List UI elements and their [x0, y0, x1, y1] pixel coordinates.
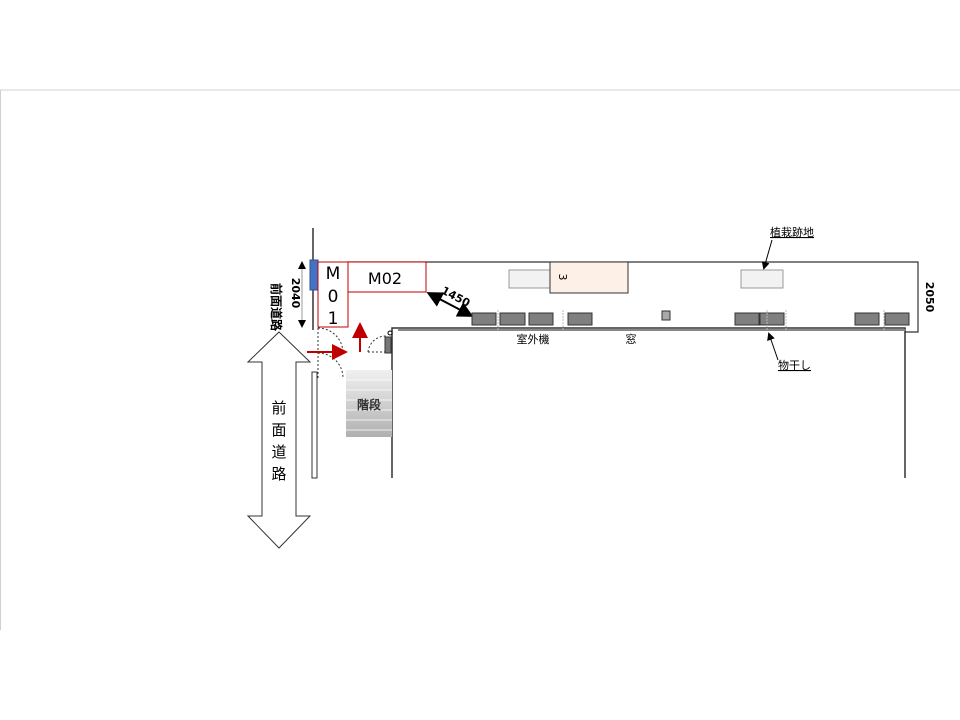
road-side-label: 前面道路	[269, 283, 284, 332]
m02-label: M02	[368, 269, 402, 288]
m01-label-1: M	[326, 264, 341, 284]
drying-pointer	[767, 332, 779, 361]
meter-box	[661, 310, 671, 321]
site-boundary	[348, 261, 919, 333]
dim-1450-line	[426, 292, 474, 317]
door-leaf	[384, 336, 392, 354]
planting-area-2	[740, 269, 784, 289]
dim-1450: 1450	[439, 284, 472, 310]
pole	[387, 330, 393, 336]
m01-box	[317, 261, 349, 328]
dim-2040: 2040	[289, 278, 302, 309]
planting-area-1	[508, 269, 552, 289]
stairs	[346, 370, 392, 437]
box-3	[549, 261, 629, 294]
road-char-2: 面	[271, 421, 286, 439]
drying-label: 物干し	[778, 358, 811, 372]
planting-label: 植栽跡地	[770, 225, 814, 239]
stair-steps	[346, 379, 392, 431]
m01-label-2: 0	[328, 287, 339, 307]
box-3-label: 3	[556, 274, 569, 281]
dim-2050: 2050	[923, 282, 936, 313]
drying-poles	[497, 310, 885, 330]
building-wall	[391, 327, 906, 478]
window-label: 窓	[626, 332, 637, 346]
left-lower-wall	[311, 371, 318, 479]
outdoor-unit-label: 室外機	[517, 332, 550, 346]
road-char-1: 前	[271, 399, 286, 417]
m02-box	[347, 261, 427, 293]
road-char-3: 道	[271, 443, 286, 461]
road-char-4: 路	[271, 465, 286, 483]
blue-marker	[309, 259, 319, 291]
road-double-arrow	[246, 331, 312, 549]
m01-label-3: 1	[328, 309, 339, 329]
outdoor-units	[471, 312, 910, 326]
planting-pointer	[761, 239, 773, 270]
stairs-label: 階段	[357, 397, 382, 412]
